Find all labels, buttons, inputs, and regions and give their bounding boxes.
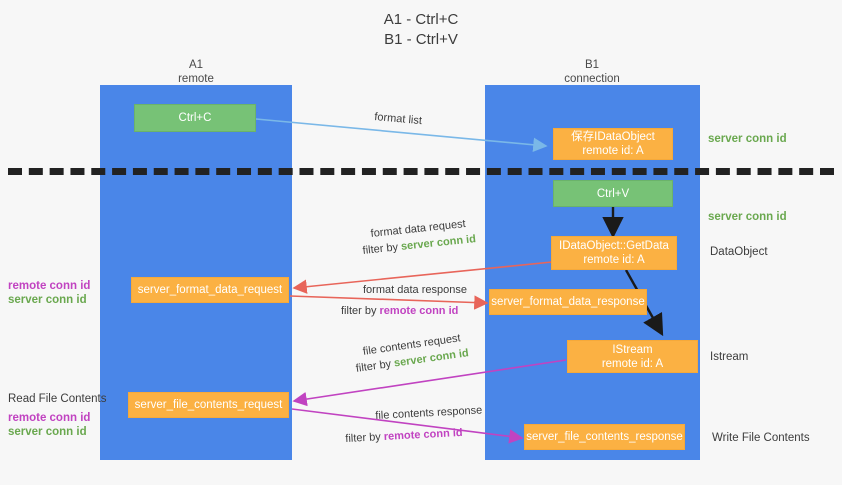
node-istream-label: IStream	[612, 343, 653, 356]
node-server-format-data-response-label: server_format_data_response	[491, 296, 645, 308]
node-server-format-data-response[interactable]: server_format_data_response	[489, 289, 647, 315]
filter-prefix-3: filter by	[355, 357, 395, 375]
lane-header-a1: A1 remote	[126, 58, 266, 86]
node-idataobject-getdata-label: IDataObject::GetData	[559, 240, 669, 252]
phase-separator	[8, 168, 834, 175]
page-title: A1 - Ctrl+C B1 - Ctrl+V	[0, 10, 842, 50]
filter-token-remote-2: remote conn id	[383, 426, 463, 443]
annotation-left-server-conn-1: server conn id	[8, 294, 87, 306]
edge-format-data-response	[289, 295, 489, 310]
node-ctrl-c-label: Ctrl+C	[178, 112, 212, 124]
edge-file-contents-response	[291, 408, 524, 444]
filter-prefix-4: filter by	[345, 430, 385, 445]
node-server-file-contents-response-label: server_file_contents_response	[526, 431, 683, 443]
lane-b1-name: B1	[584, 59, 600, 71]
node-ctrl-v-label: Ctrl+V	[596, 187, 630, 200]
annotation-server-conn-top: server conn id	[708, 133, 787, 145]
filter-prefix-1: filter by	[362, 240, 402, 257]
edge-format-data-request	[292, 261, 553, 294]
node-ctrl-c[interactable]: Ctrl+C	[134, 104, 256, 132]
annotation-dataobject: DataObject	[710, 246, 768, 258]
lane-a1-name: A1	[188, 59, 204, 71]
node-idataobject-getdata-sub: remote id: A	[583, 254, 645, 266]
node-istream-sub: remote id: A	[601, 357, 664, 370]
node-idataobject-getdata[interactable]: IDataObject::GetData remote id: A	[551, 236, 677, 270]
filter-prefix-2: filter by	[341, 305, 380, 317]
lane-header-b1: B1 connection	[522, 58, 662, 86]
node-server-file-contents-request[interactable]: server_file_contents_request	[128, 392, 289, 418]
node-istream[interactable]: IStream remote id: A	[567, 340, 698, 373]
node-server-format-data-request[interactable]: server_format_data_request	[131, 277, 289, 303]
annotation-server-conn-mid: server conn id	[708, 211, 787, 223]
node-server-file-contents-request-label: server_file_contents_request	[134, 399, 283, 411]
edge-label-format-data-response: format data response	[363, 284, 467, 296]
node-save-idataobject-label: 保存IDataObject	[571, 131, 655, 143]
annotation-istream: Istream	[710, 351, 749, 363]
annotation-left-remote-conn-2: remote conn id	[8, 412, 91, 424]
filter-token-remote-1: remote conn id	[379, 305, 459, 317]
edge-format-list	[255, 118, 548, 152]
annotation-left-remote-conn-1: remote conn id	[8, 280, 91, 292]
edge-file-contents-request	[292, 359, 567, 407]
annotation-read-file-contents: Read File Contents	[8, 393, 107, 405]
node-save-idataobject-sub: remote id: A	[582, 145, 644, 157]
edge-label-format-resp-filter: filter by remote conn id	[341, 304, 458, 319]
annotation-left-server-conn-2: server conn id	[8, 426, 87, 438]
node-server-format-data-request-label: server_format_data_request	[137, 284, 283, 296]
node-server-file-contents-response[interactable]: server_file_contents_response	[524, 424, 685, 450]
lane-a1-sub: remote	[178, 73, 214, 85]
lane-b1-sub: connection	[564, 73, 620, 85]
title-line-2: B1 - Ctrl+V	[384, 31, 458, 48]
title-line-1: A1 - Ctrl+C	[383, 11, 459, 28]
node-ctrl-v[interactable]: Ctrl+V	[553, 180, 673, 207]
annotation-write-file-contents: Write File Contents	[712, 432, 810, 444]
node-save-idataobject[interactable]: 保存IDataObject remote id: A	[553, 128, 673, 160]
